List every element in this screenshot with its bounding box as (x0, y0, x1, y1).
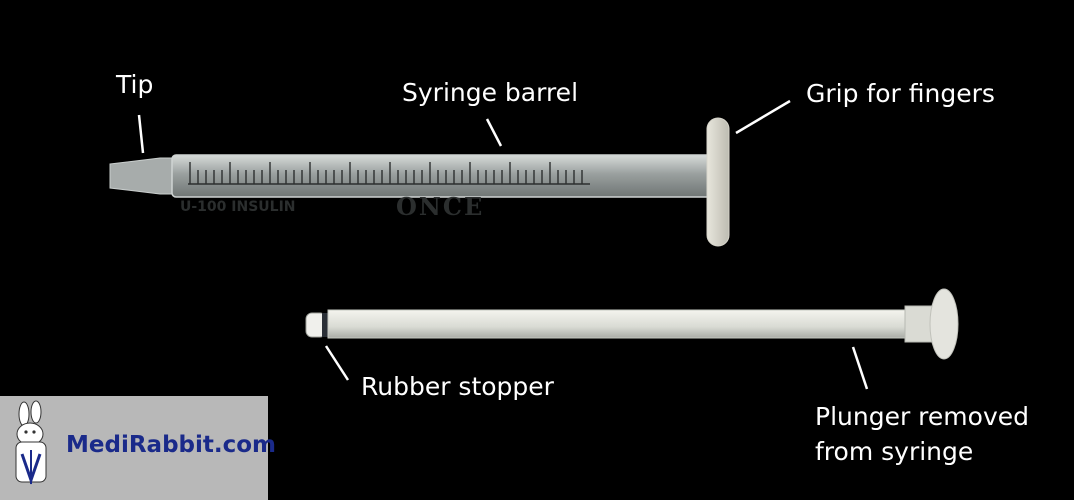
plunger-label-line1: Plunger removed (815, 402, 1029, 431)
logo-text: MediRabbit.com (66, 432, 277, 458)
syringe-tip (109, 157, 175, 195)
plunger-label-line2: from syringe (815, 437, 974, 466)
plunger-pointer (851, 346, 869, 390)
tip-pointer (137, 114, 145, 154)
barrel-label: Syringe barrel (402, 78, 579, 107)
stopper-ring (322, 313, 330, 337)
barrel-pointer (485, 118, 503, 147)
plunger-rod (327, 309, 927, 339)
barrel-brand: ONCE (396, 192, 484, 221)
medirabbit-logo: MediRabbit.com (0, 396, 276, 500)
plunger-thumb-rest (929, 288, 959, 360)
grip-pointer (735, 99, 791, 135)
grip-label: Grip for fingers (806, 79, 995, 108)
barrel-unit-text: U-100 INSULIN (180, 199, 296, 215)
tip-label: Tip (116, 70, 154, 99)
syringe-barrel (171, 154, 713, 198)
finger-grip (706, 117, 730, 247)
stopper-label: Rubber stopper (361, 372, 554, 401)
rabbit-caduceus-icon (15, 400, 47, 485)
stopper-pointer (324, 345, 350, 381)
barrel-graduations (189, 162, 583, 184)
